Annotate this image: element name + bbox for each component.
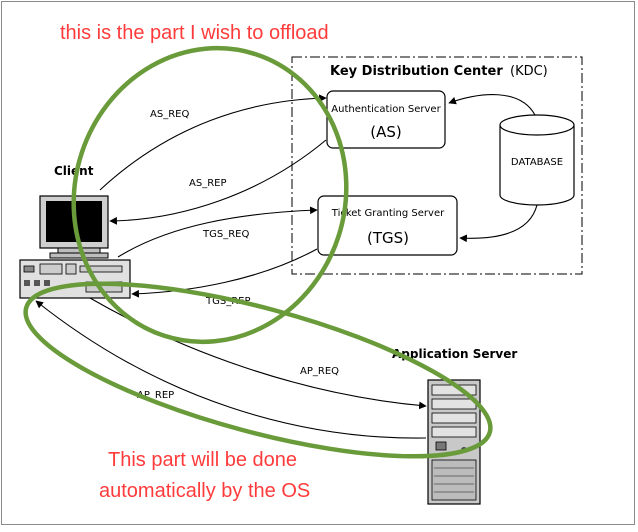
- offload-annotation: this is the part I wish to offload: [60, 22, 329, 44]
- ap-rep-label: AP_REP: [137, 390, 174, 401]
- ap-req-label: AP_REQ: [300, 366, 339, 377]
- as-rep-arrow: [109, 139, 327, 225]
- authentication-server-box: [326, 90, 446, 149]
- offload-highlight-ellipse: [71, 45, 349, 345]
- database-cylinder: [499, 114, 575, 206]
- db-to-as-arrow: [448, 94, 536, 116]
- tgs-req-label: TGS_REQ: [202, 229, 249, 240]
- as-abbr: (AS): [370, 123, 402, 141]
- database-label: DATABASE: [511, 157, 563, 168]
- tgs-rep-label: TGS_REP: [205, 296, 251, 307]
- os-highlight-ellipse: [23, 281, 493, 459]
- as-req-label: AS_REQ: [150, 109, 189, 120]
- os-annotation-line1: This part will be done: [108, 449, 297, 471]
- tgs-rep-arrow: [131, 248, 318, 298]
- ticket-granting-server-box: [317, 195, 458, 256]
- ap-rep-arrow: [35, 300, 427, 439]
- as-rep-label: AS_REP: [189, 178, 227, 189]
- application-server-tower: [427, 379, 481, 505]
- as-name: Authentication Server: [331, 104, 441, 115]
- kdc-abbr: (KDC): [510, 64, 548, 79]
- os-annotation-line2: automatically by the OS: [99, 480, 310, 502]
- kdc-title: Key Distribution Center: [330, 64, 503, 79]
- client-label: Client: [54, 164, 94, 178]
- application-server-label: Application Server: [392, 347, 517, 361]
- db-to-tgs-arrow: [459, 204, 538, 243]
- as-req-arrow: [99, 94, 327, 191]
- tgs-req-arrow: [117, 206, 318, 258]
- tgs-abbr: (TGS): [367, 229, 409, 247]
- tgs-name: Ticket Granting Server: [331, 208, 445, 219]
